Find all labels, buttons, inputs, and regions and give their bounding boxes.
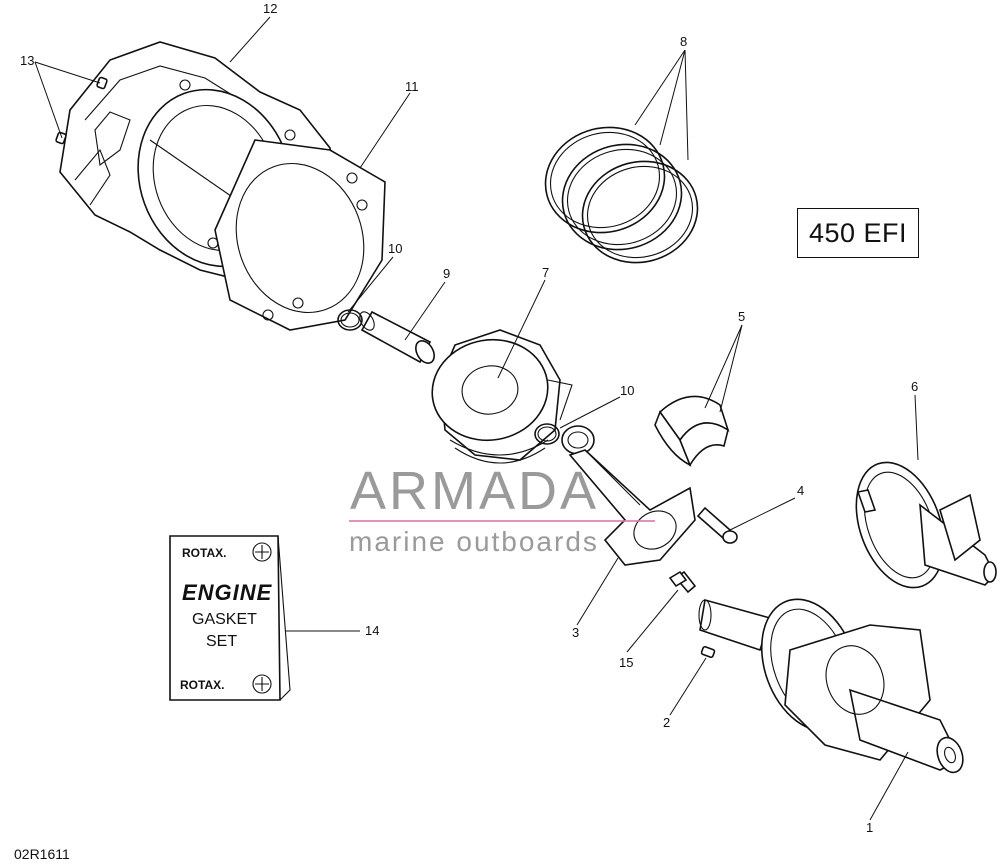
callout-5: 5 — [738, 309, 745, 324]
piston-part — [431, 329, 573, 464]
drawing-number: 02R1611 — [14, 846, 70, 862]
watermark-subtitle: marine outboards — [349, 526, 599, 557]
piston-rings-part — [544, 126, 699, 264]
callout-14: 14 — [365, 623, 379, 638]
callout-12: 12 — [263, 1, 277, 16]
callout-15: 15 — [619, 655, 633, 670]
callout-4: 4 — [797, 483, 804, 498]
gasket-kit-package — [169, 535, 291, 701]
key-part — [700, 645, 716, 659]
balancer-shaft-part — [855, 461, 997, 589]
rod-bolt-part — [696, 506, 738, 544]
callout-10-upper: 10 — [388, 241, 402, 256]
callout-10-lower: 10 — [620, 383, 634, 398]
callout-1: 1 — [866, 820, 873, 835]
kit-line-gasket: GASKET — [192, 611, 257, 628]
callout-11: 11 — [405, 79, 419, 94]
callout-6: 6 — [911, 379, 918, 394]
callout-8: 8 — [680, 34, 687, 49]
callout-numbers: 12 13 11 8 10 9 7 5 6 10 4 3 15 14 2 1 — [20, 1, 918, 835]
kit-line-set: SET — [206, 633, 238, 650]
circlip-lower-part — [534, 423, 560, 445]
crankshaft-part — [698, 598, 964, 774]
callout-2: 2 — [663, 715, 670, 730]
kit-brand-bottom: ROTAX. — [180, 678, 225, 692]
callout-3: 3 — [572, 625, 579, 640]
model-label: 450 EFI — [797, 208, 919, 258]
watermark-divider — [349, 520, 655, 522]
leader-lines — [34, 16, 919, 821]
bearing-shells-part — [654, 395, 730, 467]
callout-13: 13 — [20, 53, 34, 68]
screw-part — [668, 570, 697, 594]
stud-part — [55, 76, 108, 145]
kit-brand-top: ROTAX. — [182, 546, 227, 560]
callout-9: 9 — [443, 266, 450, 281]
kit-title: ENGINE — [182, 580, 273, 605]
watermark-name: ARMADA — [350, 461, 600, 521]
callout-7: 7 — [542, 265, 549, 280]
cylinder-gasket-part — [214, 139, 386, 331]
piston-pin-part — [359, 310, 435, 364]
connecting-rod-part — [561, 425, 696, 566]
